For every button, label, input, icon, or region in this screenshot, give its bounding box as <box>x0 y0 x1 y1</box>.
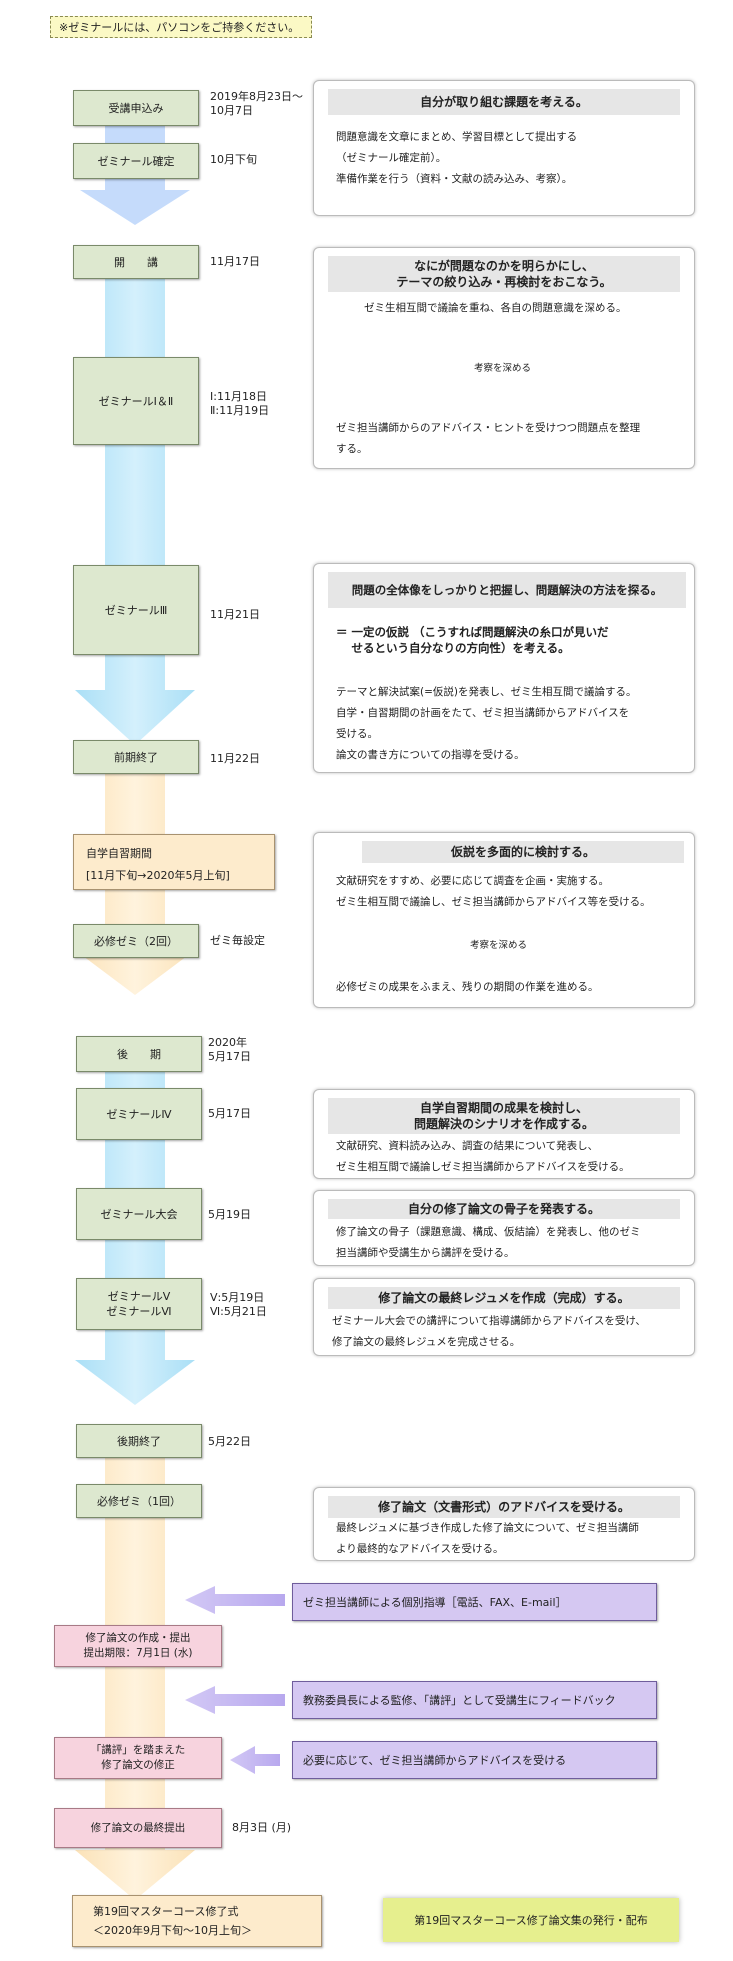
step-second-term: 後 期 <box>76 1036 202 1072</box>
step-seminar-5-6: ゼミナールⅤ ゼミナールⅥ <box>76 1278 202 1330</box>
step-date: Ⅴ:5月19日 Ⅵ:5月21日 <box>210 1291 267 1318</box>
step-label: 必修ゼミ（2回） <box>94 935 178 948</box>
left-arrow-icon <box>185 1686 285 1714</box>
step-label: 修了論文の最終提出 <box>90 1822 186 1834</box>
step-label: ゼミナールⅤ ゼミナールⅥ <box>106 1290 172 1318</box>
panel-hypothesis: 仮説を多面的に検討する。 文献研究をすすめ、必要に応じて調査を企画・実施する。 … <box>313 832 695 1008</box>
panel-title: 問題の全体像をしっかりと把握し、問題解決の方法を探る。 <box>328 572 686 608</box>
step-label: 「講評」を踏まえた 修了論文の修正 <box>90 1744 186 1771</box>
panel-body: 文献研究、資料読み込み、調査の結果について発表し、 ゼミ生相互間で議論しゼミ担当… <box>336 1140 630 1173</box>
step-thesis-revise: 「講評」を踏まえた 修了論文の修正 <box>54 1737 222 1779</box>
panel-final-resume: 修了論文の最終レジュメを作成（完成）する。 ゼミナール大会での講評について指導講… <box>313 1278 695 1356</box>
panel-clarify-problem: なにが問題なのかを明らかにし、 テーマの絞り込み・再検討をおこなう。 ゼミ生相互… <box>313 247 695 469</box>
feedback-individual-guidance: ゼミ担当講師による個別指導［電話、FAX、E-mail］ <box>292 1583 657 1621</box>
step-date: Ⅰ:11月18日 Ⅱ:11月19日 <box>210 390 270 417</box>
step-date: 11月17日 <box>210 255 260 268</box>
arrow-shape <box>75 270 195 745</box>
step-label: 修了論文の作成・提出 提出期限：7月1日 (水) <box>83 1632 193 1659</box>
step-seminar-4: ゼミナールⅣ <box>76 1088 202 1140</box>
step-label: ゼミナールⅠ＆Ⅱ <box>98 395 174 408</box>
left-arrow-icon <box>185 1586 285 1614</box>
panel-title: 修了論文（文書形式）のアドバイスを受ける。 <box>328 1496 680 1518</box>
panel-title: 自分の修了論文の骨子を発表する。 <box>328 1199 680 1219</box>
step-conference: ゼミナール大会 <box>76 1188 202 1240</box>
step-label: 第19回マスターコース修了式 ＜2020年9月下旬～10月上旬＞ <box>93 1905 252 1937</box>
panel-text: 文献研究をすすめ、必要に応じて調査を企画・実施する。 ゼミ生相互間で議論し、ゼミ… <box>336 875 651 908</box>
panel-text: 考察を深める <box>474 363 532 374</box>
step-label: 前期終了 <box>114 751 158 764</box>
step-label: 後 期 <box>117 1048 161 1061</box>
step-seminar-1-2: ゼミナールⅠ＆Ⅱ <box>73 357 199 445</box>
panel-text: ゼミ担当講師からのアドバイス・ヒントを受けつつ問題点を整理 する。 <box>336 422 641 455</box>
step-label: 必修ゼミ（1回） <box>97 1495 181 1508</box>
step-seminar-3: ゼミナールⅢ <box>73 565 199 655</box>
step-date: 10月下旬 <box>210 153 257 166</box>
step-self-study: 自学自習期間 [11月下旬→2020年5月上旬] <box>73 834 275 890</box>
step-required-2: 必修ゼミ（2回） <box>73 924 199 958</box>
notice-banner: ※ゼミナールには、パソコンをご持参ください。 <box>50 16 312 38</box>
step-label: 後期終了 <box>117 1435 161 1448</box>
step-date: 11月21日 <box>210 608 260 621</box>
publication-box: 第19回マスターコース修了論文集の発行・配布 <box>383 1898 679 1942</box>
step-label: ゼミナールⅢ <box>104 604 168 617</box>
panel-subtitle: ＝ 一定の仮説 （こうすれば問題解決の糸口が見いだ せるという自分なりの方向性）… <box>336 625 609 655</box>
panel-scenario: 自学自習期間の成果を検討し、 問題解決のシナリオを作成する。 文献研究、資料読み… <box>313 1089 695 1179</box>
panel-text: ゼミ生相互間で議論を重ね、各自の問題意識を深める。 <box>364 302 627 314</box>
step-thesis-submit: 修了論文の作成・提出 提出期限：7月1日 (水) <box>54 1625 222 1667</box>
step-date: 5月17日 <box>208 1107 251 1120</box>
step-date: ゼミ毎設定 <box>210 934 265 947</box>
step-completion: 第19回マスターコース修了式 ＜2020年9月下旬～10月上旬＞ <box>72 1895 322 1947</box>
step-first-term-end: 前期終了 <box>73 740 199 774</box>
step-label: ゼミナールⅣ <box>106 1108 172 1121</box>
panel-thesis-outline: 自分の修了論文の骨子を発表する。 修了論文の骨子（課題意識、構成、仮結論）を発表… <box>313 1190 695 1266</box>
step-date: 5月19日 <box>208 1208 251 1221</box>
step-date: 8月3日 (月) <box>232 1821 292 1834</box>
step-label: ゼミナール大会 <box>100 1208 178 1221</box>
panel-text: 必修ゼミの成果をふまえ、残りの期間の作業を進める。 <box>336 981 599 993</box>
step-second-term-end: 後期終了 <box>76 1424 202 1458</box>
step-confirm: ゼミナール確定 <box>73 143 199 179</box>
panel-title: 自分が取り組む課題を考える。 <box>328 89 680 115</box>
panel-body: 問題意識を文章にまとめ、学習目標として提出する （ゼミナール確定前）。 準備作業… <box>336 131 578 185</box>
step-required-1: 必修ゼミ（1回） <box>76 1484 202 1518</box>
left-arrow-icon <box>230 1746 280 1774</box>
step-final-submit: 修了論文の最終提出 <box>54 1808 222 1848</box>
panel-title: 自学自習期間の成果を検討し、 問題解決のシナリオを作成する。 <box>328 1098 680 1134</box>
panel-grasp-problem: 問題の全体像をしっかりと把握し、問題解決の方法を探る。 ＝ 一定の仮説 （こうす… <box>313 563 695 773</box>
feedback-text: 必要に応じて、ゼミ担当講師からアドバイスを受ける <box>303 1754 567 1767</box>
step-label: 受講申込み <box>108 102 164 115</box>
step-date: 5月22日 <box>208 1435 251 1448</box>
step-date: 11月22日 <box>210 752 260 765</box>
panel-thesis-advice: 修了論文（文書形式）のアドバイスを受ける。 最終レジュメに基づき作成した修了論文… <box>313 1487 695 1561</box>
panel-title: なにが問題なのかを明らかにし、 テーマの絞り込み・再検討をおこなう。 <box>328 256 680 292</box>
step-label: 開 講 <box>114 256 158 269</box>
feedback-advice: 必要に応じて、ゼミ担当講師からアドバイスを受ける <box>292 1741 657 1779</box>
panel-body: テーマと解決試案(=仮説)を発表し、ゼミ生相互間で議論する。 自学・自習期間の計… <box>336 686 637 761</box>
panel-body: 最終レジュメに基づき作成した修了論文について、ゼミ担当講師 より最終的なアドバイ… <box>336 1522 639 1555</box>
panel-text: 考察を深める <box>470 940 528 951</box>
publication-label: 第19回マスターコース修了論文集の発行・配布 <box>414 1914 648 1927</box>
step-label: 自学自習期間 [11月下旬→2020年5月上旬] <box>86 847 230 882</box>
feedback-text: ゼミ担当講師による個別指導［電話、FAX、E-mail］ <box>303 1596 567 1609</box>
step-apply: 受講申込み <box>73 90 199 126</box>
panel-body: 修了論文の骨子（課題意識、構成、仮結論）を発表し、他のゼミ 担当講師や受講生から… <box>336 1226 641 1259</box>
panel-title: 修了論文の最終レジュメを作成（完成）する。 <box>328 1287 680 1309</box>
panel-title: 仮説を多面的に検討する。 <box>362 841 684 863</box>
arrow-shape <box>75 1440 195 1900</box>
panel-body: ゼミナール大会での講評について指導講師からアドバイスを受け、 修了論文の最終レジ… <box>332 1315 646 1348</box>
step-date: 2019年8月23日～ 10月7日 <box>210 90 303 117</box>
step-date: 2020年 5月17日 <box>208 1036 251 1063</box>
feedback-text: 教務委員長による監修、「講評」として受講生にフィードバック <box>303 1694 616 1707</box>
panel-think-theme: 自分が取り組む課題を考える。 問題意識を文章にまとめ、学習目標として提出する （… <box>313 80 695 216</box>
step-label: ゼミナール確定 <box>97 155 175 168</box>
step-open: 開 講 <box>73 245 199 279</box>
feedback-supervision: 教務委員長による監修、「講評」として受講生にフィードバック <box>292 1681 657 1719</box>
